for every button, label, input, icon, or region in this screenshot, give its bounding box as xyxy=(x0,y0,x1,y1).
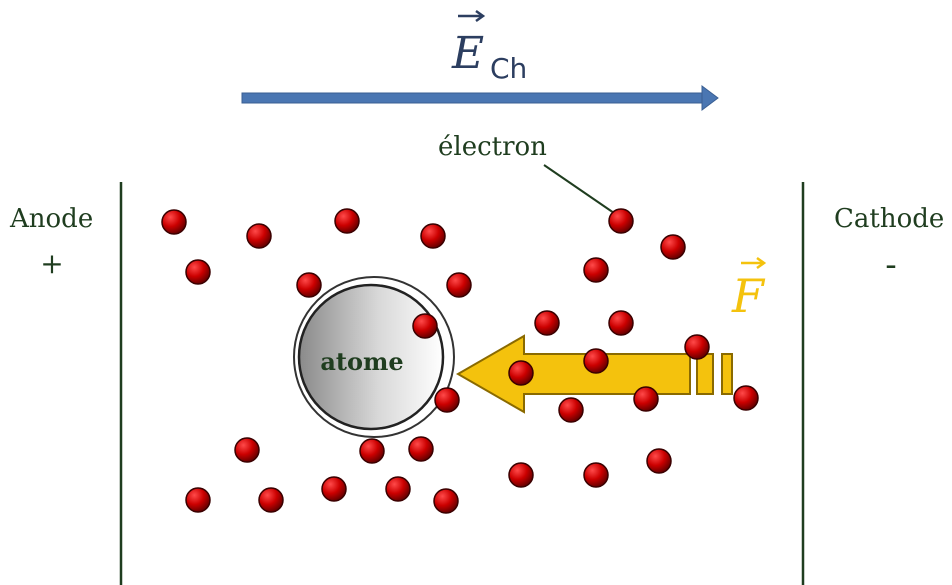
electron xyxy=(412,313,438,339)
electron xyxy=(433,488,459,514)
electron xyxy=(583,348,609,374)
cathode-label: Cathode xyxy=(834,204,944,234)
field-vector-accent-icon xyxy=(458,9,486,23)
cathode-sign: - xyxy=(885,245,897,285)
electron xyxy=(684,334,710,360)
electron xyxy=(534,310,560,336)
field-arrow xyxy=(241,85,719,111)
force-symbol: F xyxy=(731,269,766,323)
electron xyxy=(733,385,759,411)
electron xyxy=(359,438,385,464)
electron xyxy=(321,476,347,502)
electron xyxy=(646,448,672,474)
electron xyxy=(608,208,634,234)
electron xyxy=(508,462,534,488)
electron-label: électron xyxy=(438,132,547,162)
electron xyxy=(583,257,609,283)
electron xyxy=(608,310,634,336)
electric-field: E Ch xyxy=(241,9,719,111)
electron xyxy=(660,234,686,260)
atom-label: atome xyxy=(320,347,403,376)
electron xyxy=(161,209,187,235)
electron xyxy=(385,476,411,502)
electron xyxy=(446,272,472,298)
force-arrow xyxy=(455,334,733,414)
anode-label: Anode xyxy=(9,204,93,234)
field-symbol: E xyxy=(451,28,484,79)
electrons xyxy=(161,208,759,514)
electron xyxy=(558,397,584,423)
electron xyxy=(508,360,534,386)
electron xyxy=(633,386,659,412)
anode-sign: + xyxy=(40,247,63,280)
electron xyxy=(234,437,260,463)
electron xyxy=(246,223,272,249)
atom: atome xyxy=(293,276,455,438)
force-vector-accent-icon xyxy=(741,256,767,270)
electron xyxy=(583,462,609,488)
electron xyxy=(185,259,211,285)
electron xyxy=(408,436,434,462)
electron xyxy=(420,223,446,249)
field-subscript: Ch xyxy=(490,52,527,85)
electron xyxy=(296,272,322,298)
electron xyxy=(258,487,284,513)
electron-pointer-line xyxy=(543,164,615,214)
electron xyxy=(185,487,211,513)
electron xyxy=(434,387,460,413)
electron xyxy=(334,208,360,234)
